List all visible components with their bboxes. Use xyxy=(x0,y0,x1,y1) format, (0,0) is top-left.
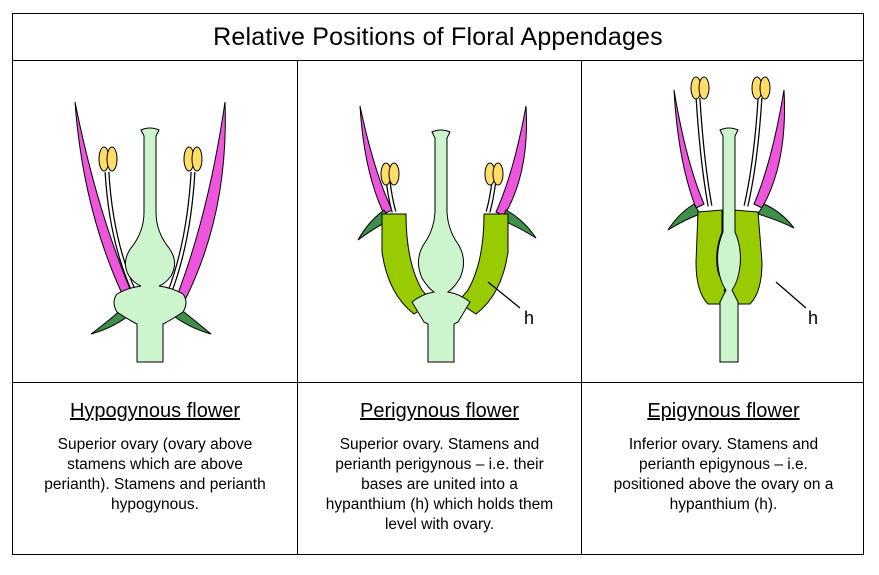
hypogynous-description: Superior ovary (ovary above stamens whic… xyxy=(44,436,266,513)
epigynous-illustration: h xyxy=(582,62,865,380)
perigynous-illustration: h xyxy=(298,62,581,380)
epigynous-caption: Epigynous flower Inferior ovary. Stamens… xyxy=(582,384,865,554)
hypogynous-illustration xyxy=(13,62,297,380)
hypogynous-flower-drawing xyxy=(74,101,226,363)
row-divider xyxy=(13,382,863,383)
hypanthium-pointer xyxy=(775,281,807,309)
hypogynous-caption: Hypogynous flower Superior ovary (ovary … xyxy=(13,384,297,554)
petal-right xyxy=(176,101,226,301)
pistil-receptacle xyxy=(113,127,187,363)
epigynous-heading: Epigynous flower xyxy=(647,400,800,422)
pistil xyxy=(717,127,741,363)
hypanthium-label: h xyxy=(808,308,818,328)
hypanthium-pointer xyxy=(487,281,521,309)
perigynous-caption: Perigynous flower Superior ovary. Stamen… xyxy=(298,384,581,554)
hypogynous-heading: Hypogynous flower xyxy=(69,400,241,422)
perigynous-heading: Perigynous flower xyxy=(360,400,519,422)
column-divider xyxy=(581,61,582,554)
perigynous-flower-drawing: h xyxy=(357,105,537,363)
perigynous-description: Superior ovary. Stamens and perianth per… xyxy=(325,436,554,533)
sepal-right xyxy=(170,307,212,335)
epigynous-flower-drawing: h xyxy=(667,76,818,363)
pistil xyxy=(411,129,471,363)
diagram-title: Relative Positions of Floral Appendages xyxy=(13,14,863,61)
diagram-frame: Relative Positions of Floral Appendages xyxy=(12,13,864,555)
hypanthium-label: h xyxy=(524,308,534,328)
epigynous-description: Inferior ovary. Stamens and perianth epi… xyxy=(613,436,834,513)
column-divider xyxy=(297,61,298,554)
